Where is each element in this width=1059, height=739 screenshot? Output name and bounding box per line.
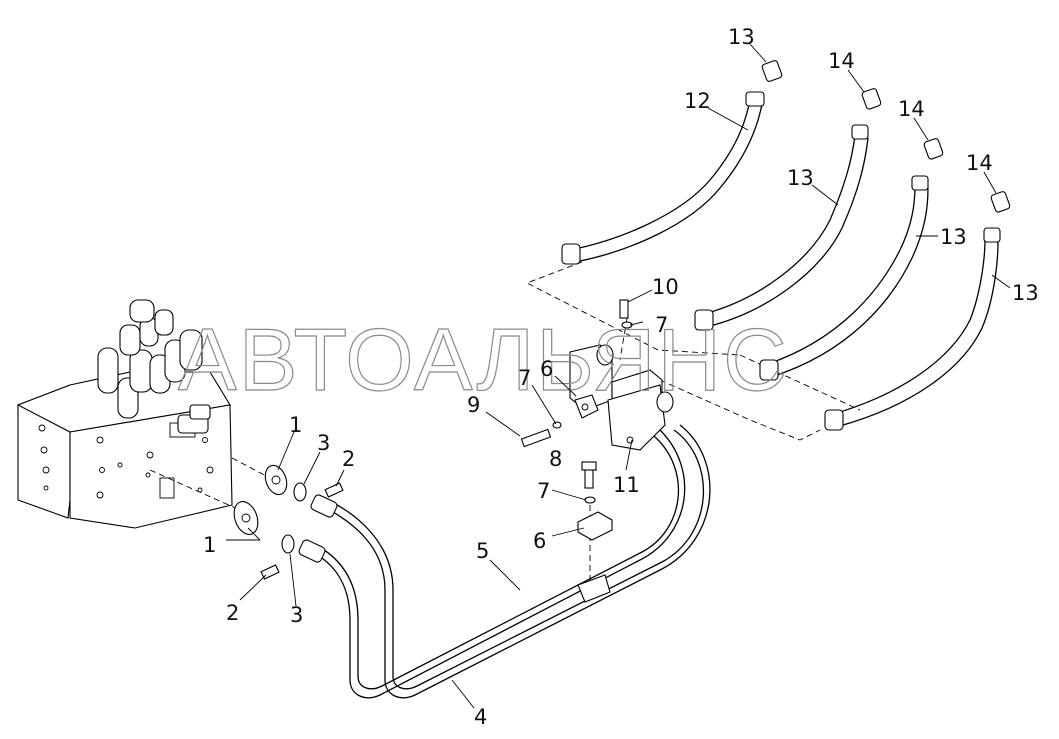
- control-valve-block: [16, 299, 233, 529]
- callout-7-lower: 7: [537, 479, 550, 503]
- callout-13-hose-b: 13: [940, 225, 967, 249]
- callout-3-upper: 3: [317, 431, 330, 455]
- callout-6-lower: 6: [533, 529, 546, 553]
- hose-12: [561, 91, 765, 265]
- callout-8: 8: [549, 447, 562, 471]
- callout-12: 12: [684, 89, 711, 113]
- callout-4: 4: [474, 705, 487, 729]
- callout-3-lower: 3: [290, 603, 303, 627]
- steel-tube-5: [319, 424, 711, 699]
- split-flange-upper: [264, 464, 288, 496]
- callout-1-upper: 1: [289, 413, 302, 437]
- hose-13-first: [694, 124, 869, 331]
- cap-13: [761, 60, 783, 82]
- callout-7-left: 7: [518, 366, 531, 390]
- callout-14-b: 14: [898, 97, 925, 121]
- callout-numbers: 1 1 2 2 3 3 4 5 6 6 7 7 7 8 9 10 11 12 1…: [203, 25, 1039, 729]
- callout-1-lower: 1: [203, 533, 216, 557]
- callout-14-a: 14: [828, 49, 855, 73]
- leader-lines: [226, 43, 1011, 709]
- plug-14-a: [861, 88, 882, 110]
- tube-end-fitting-upper: [310, 494, 338, 518]
- bolt-upper: [324, 482, 344, 498]
- tube-end-fitting-lower: [298, 539, 326, 563]
- plug-14-b: [923, 138, 944, 160]
- split-flange-lower: [233, 501, 259, 535]
- callout-2-lower: 2: [226, 601, 239, 625]
- callout-7-upper: 7: [655, 313, 668, 337]
- plug-14-c: [990, 191, 1011, 213]
- steel-tube-4: [307, 429, 686, 699]
- callout-13-hose-a: 13: [787, 166, 814, 190]
- callout-9: 9: [467, 393, 480, 417]
- watermark: АВТОАЛЬЯНС: [178, 310, 789, 409]
- callout-6-upper: 6: [540, 357, 553, 381]
- tube-clamp-assembly: [577, 461, 613, 603]
- callout-5: 5: [476, 539, 489, 563]
- callout-2-upper: 2: [342, 447, 355, 471]
- o-ring-upper: [293, 482, 307, 502]
- manifold-bracket: [520, 299, 674, 451]
- callout-13-hose-c: 13: [1012, 281, 1039, 305]
- valve-spool-caps: [97, 299, 203, 419]
- callout-11: 11: [613, 473, 640, 497]
- callout-10: 10: [652, 275, 679, 299]
- callout-13-cap: 13: [728, 25, 755, 49]
- o-ring-lower: [281, 534, 295, 554]
- callout-14-c: 14: [966, 151, 993, 175]
- hose-13-third: [824, 227, 1001, 431]
- hose-13-second: [759, 175, 929, 381]
